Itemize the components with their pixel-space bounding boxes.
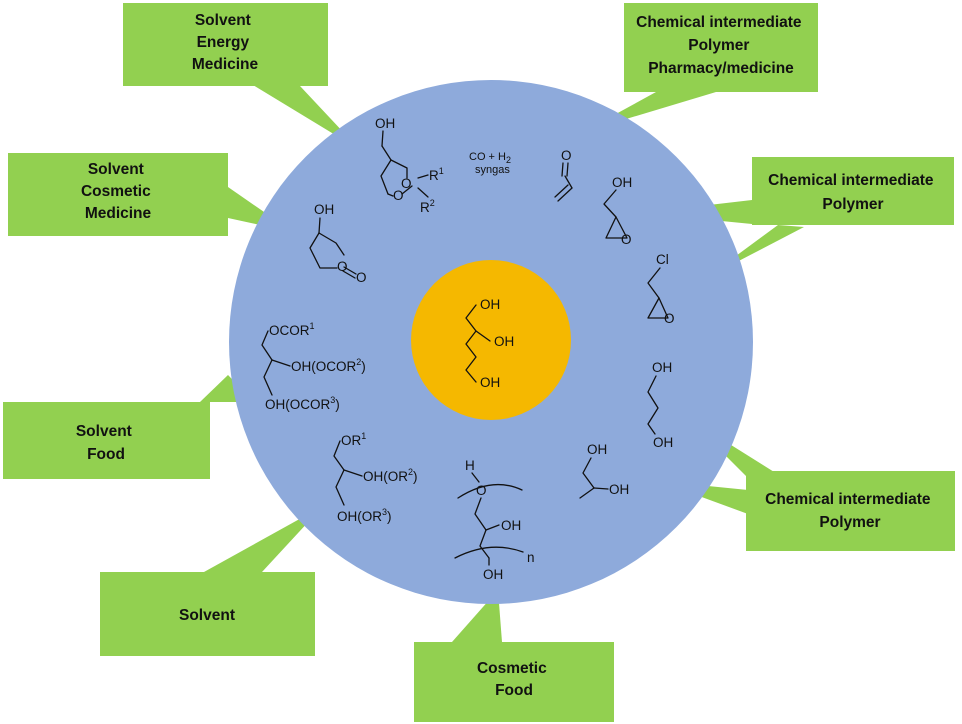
glycidol-o: O xyxy=(621,232,632,247)
callout-carbonate-text: Solvent Cosmetic Medicine xyxy=(81,161,155,222)
propanediol12-oh-top: OH xyxy=(587,442,607,457)
polyglycerol-o: O xyxy=(476,483,487,498)
callout-boxes xyxy=(3,3,955,722)
callout-ethers-line-1: Solvent xyxy=(179,607,235,624)
acrolein-o: O xyxy=(561,148,572,163)
propanediol-12-structure: OH OH xyxy=(579,442,629,499)
glycidol-structure: OH O xyxy=(603,175,632,247)
callout-diols xyxy=(746,471,955,551)
epichlorohydrin-o: O xyxy=(664,311,675,326)
syngas-line-1: CO + H2 xyxy=(469,151,511,165)
polyglycerol-n: n xyxy=(527,550,535,565)
ethers-line-2: OH(OR2) xyxy=(363,467,418,484)
callout-ketal-text: Solvent Energy Medicine xyxy=(192,12,259,73)
glycerol-structure: OH OH OH xyxy=(465,297,514,390)
callout-epoxides xyxy=(752,157,954,225)
callout-acrolein-line-2: Polymer xyxy=(688,37,749,54)
ketal-structure: OH O O R1 R2 xyxy=(375,116,444,215)
syngas-label: CO + H2 syngas xyxy=(469,151,511,176)
callout-esters-line-2: Food xyxy=(87,446,125,463)
polyglycerol-oh-side: OH xyxy=(501,518,521,533)
esters-line-1: OCOR1 xyxy=(269,321,315,338)
callout-polyglycerol-line-2: Food xyxy=(495,682,533,699)
callout-ethers-text: Solvent xyxy=(179,607,235,624)
callout-diols-line-2: Polymer xyxy=(819,514,880,531)
polyglycerol-oh-bottom: OH xyxy=(483,567,503,582)
callout-ketal xyxy=(123,3,328,86)
callout-esters-text: Solvent Food xyxy=(76,423,136,463)
ketal-r2: R2 xyxy=(420,198,435,215)
callout-carbonate-line-1: Solvent xyxy=(88,161,144,178)
callout-polyglycerol-line-1: Cosmetic xyxy=(477,660,547,677)
callout-acrolein-line-3: Pharmacy/medicine xyxy=(648,60,794,77)
pointer-ketal xyxy=(248,82,360,150)
glycerol-oh-top: OH xyxy=(480,297,500,312)
ketal-o-ring: O xyxy=(401,176,412,191)
ketal-o-ring-2: O xyxy=(393,188,404,203)
callout-epoxides-line-2: Polymer xyxy=(822,196,883,213)
esters-line-2: OH(OCOR2) xyxy=(291,357,366,374)
callout-ketal-line-2: Energy xyxy=(197,34,250,51)
carbonate-oh: OH xyxy=(314,202,334,217)
propanediol13-oh-bottom: OH xyxy=(653,435,673,450)
syngas-line-2: syngas xyxy=(475,164,510,176)
ethers-line-1: OR1 xyxy=(341,431,366,448)
epichlorohydrin-cl: Cl xyxy=(656,252,669,267)
esters-line-3: OH(OCOR3) xyxy=(265,395,340,412)
epichlorohydrin-structure: Cl O xyxy=(647,252,675,326)
callout-ketal-line-3: Medicine xyxy=(192,56,259,73)
callout-epoxides-line-1: Chemical intermediate xyxy=(768,172,934,189)
propanediol-13-structure: OH OH xyxy=(647,360,673,450)
propanediol12-oh-bottom: OH xyxy=(609,482,629,497)
acrolein-structure: O xyxy=(554,148,573,202)
polyglycerol-structure: H O OH OH n xyxy=(454,458,535,582)
callout-epoxides-text: Chemical intermediate Polymer xyxy=(768,172,938,213)
glycerol-esters-structure: OCOR1 OH(OCOR2) OH(OCOR3) xyxy=(261,321,366,412)
glycerol-oh-bottom: OH xyxy=(480,375,500,390)
glycerol-oh-mid: OH xyxy=(494,334,514,349)
callout-esters-line-1: Solvent xyxy=(76,423,132,440)
callout-diols-line-1: Chemical intermediate xyxy=(765,491,931,508)
glycerol-core xyxy=(411,260,571,420)
polyglycerol-h: H xyxy=(465,458,475,473)
glycerol-carbonate-structure: OH O O xyxy=(309,202,367,285)
callout-acrolein xyxy=(624,3,818,92)
callout-esters xyxy=(3,402,210,479)
propanediol13-oh-top: OH xyxy=(652,360,672,375)
callout-polyglycerol-text: Cosmetic Food xyxy=(477,660,551,699)
pointer-ethers xyxy=(204,506,323,572)
callout-polyglycerol xyxy=(414,642,614,722)
callout-carbonate-line-3: Medicine xyxy=(85,205,152,222)
carbonate-o: O xyxy=(356,270,367,285)
ketal-oh: OH xyxy=(375,116,395,131)
callout-diols-text: Chemical intermediate Polymer xyxy=(765,491,935,531)
callout-acrolein-line-1: Chemical intermediate xyxy=(636,14,802,31)
callout-labels: Solvent Energy Medicine Chemical interme… xyxy=(76,12,938,699)
callout-ketal-line-1: Solvent xyxy=(195,12,251,29)
callout-ethers xyxy=(100,572,315,656)
callout-carbonate-line-2: Cosmetic xyxy=(81,183,151,200)
glycerol-ethers-structure: OR1 OH(OR2) OH(OR3) xyxy=(333,431,418,524)
glycidol-oh: OH xyxy=(612,175,632,190)
ketal-r1: R1 xyxy=(429,166,444,183)
carbonate-o-ring: O xyxy=(337,259,348,274)
callout-acrolein-text: Chemical intermediate Polymer Pharmacy/m… xyxy=(636,14,806,77)
callout-carbonate xyxy=(8,153,228,236)
ethers-line-3: OH(OR3) xyxy=(337,507,392,524)
